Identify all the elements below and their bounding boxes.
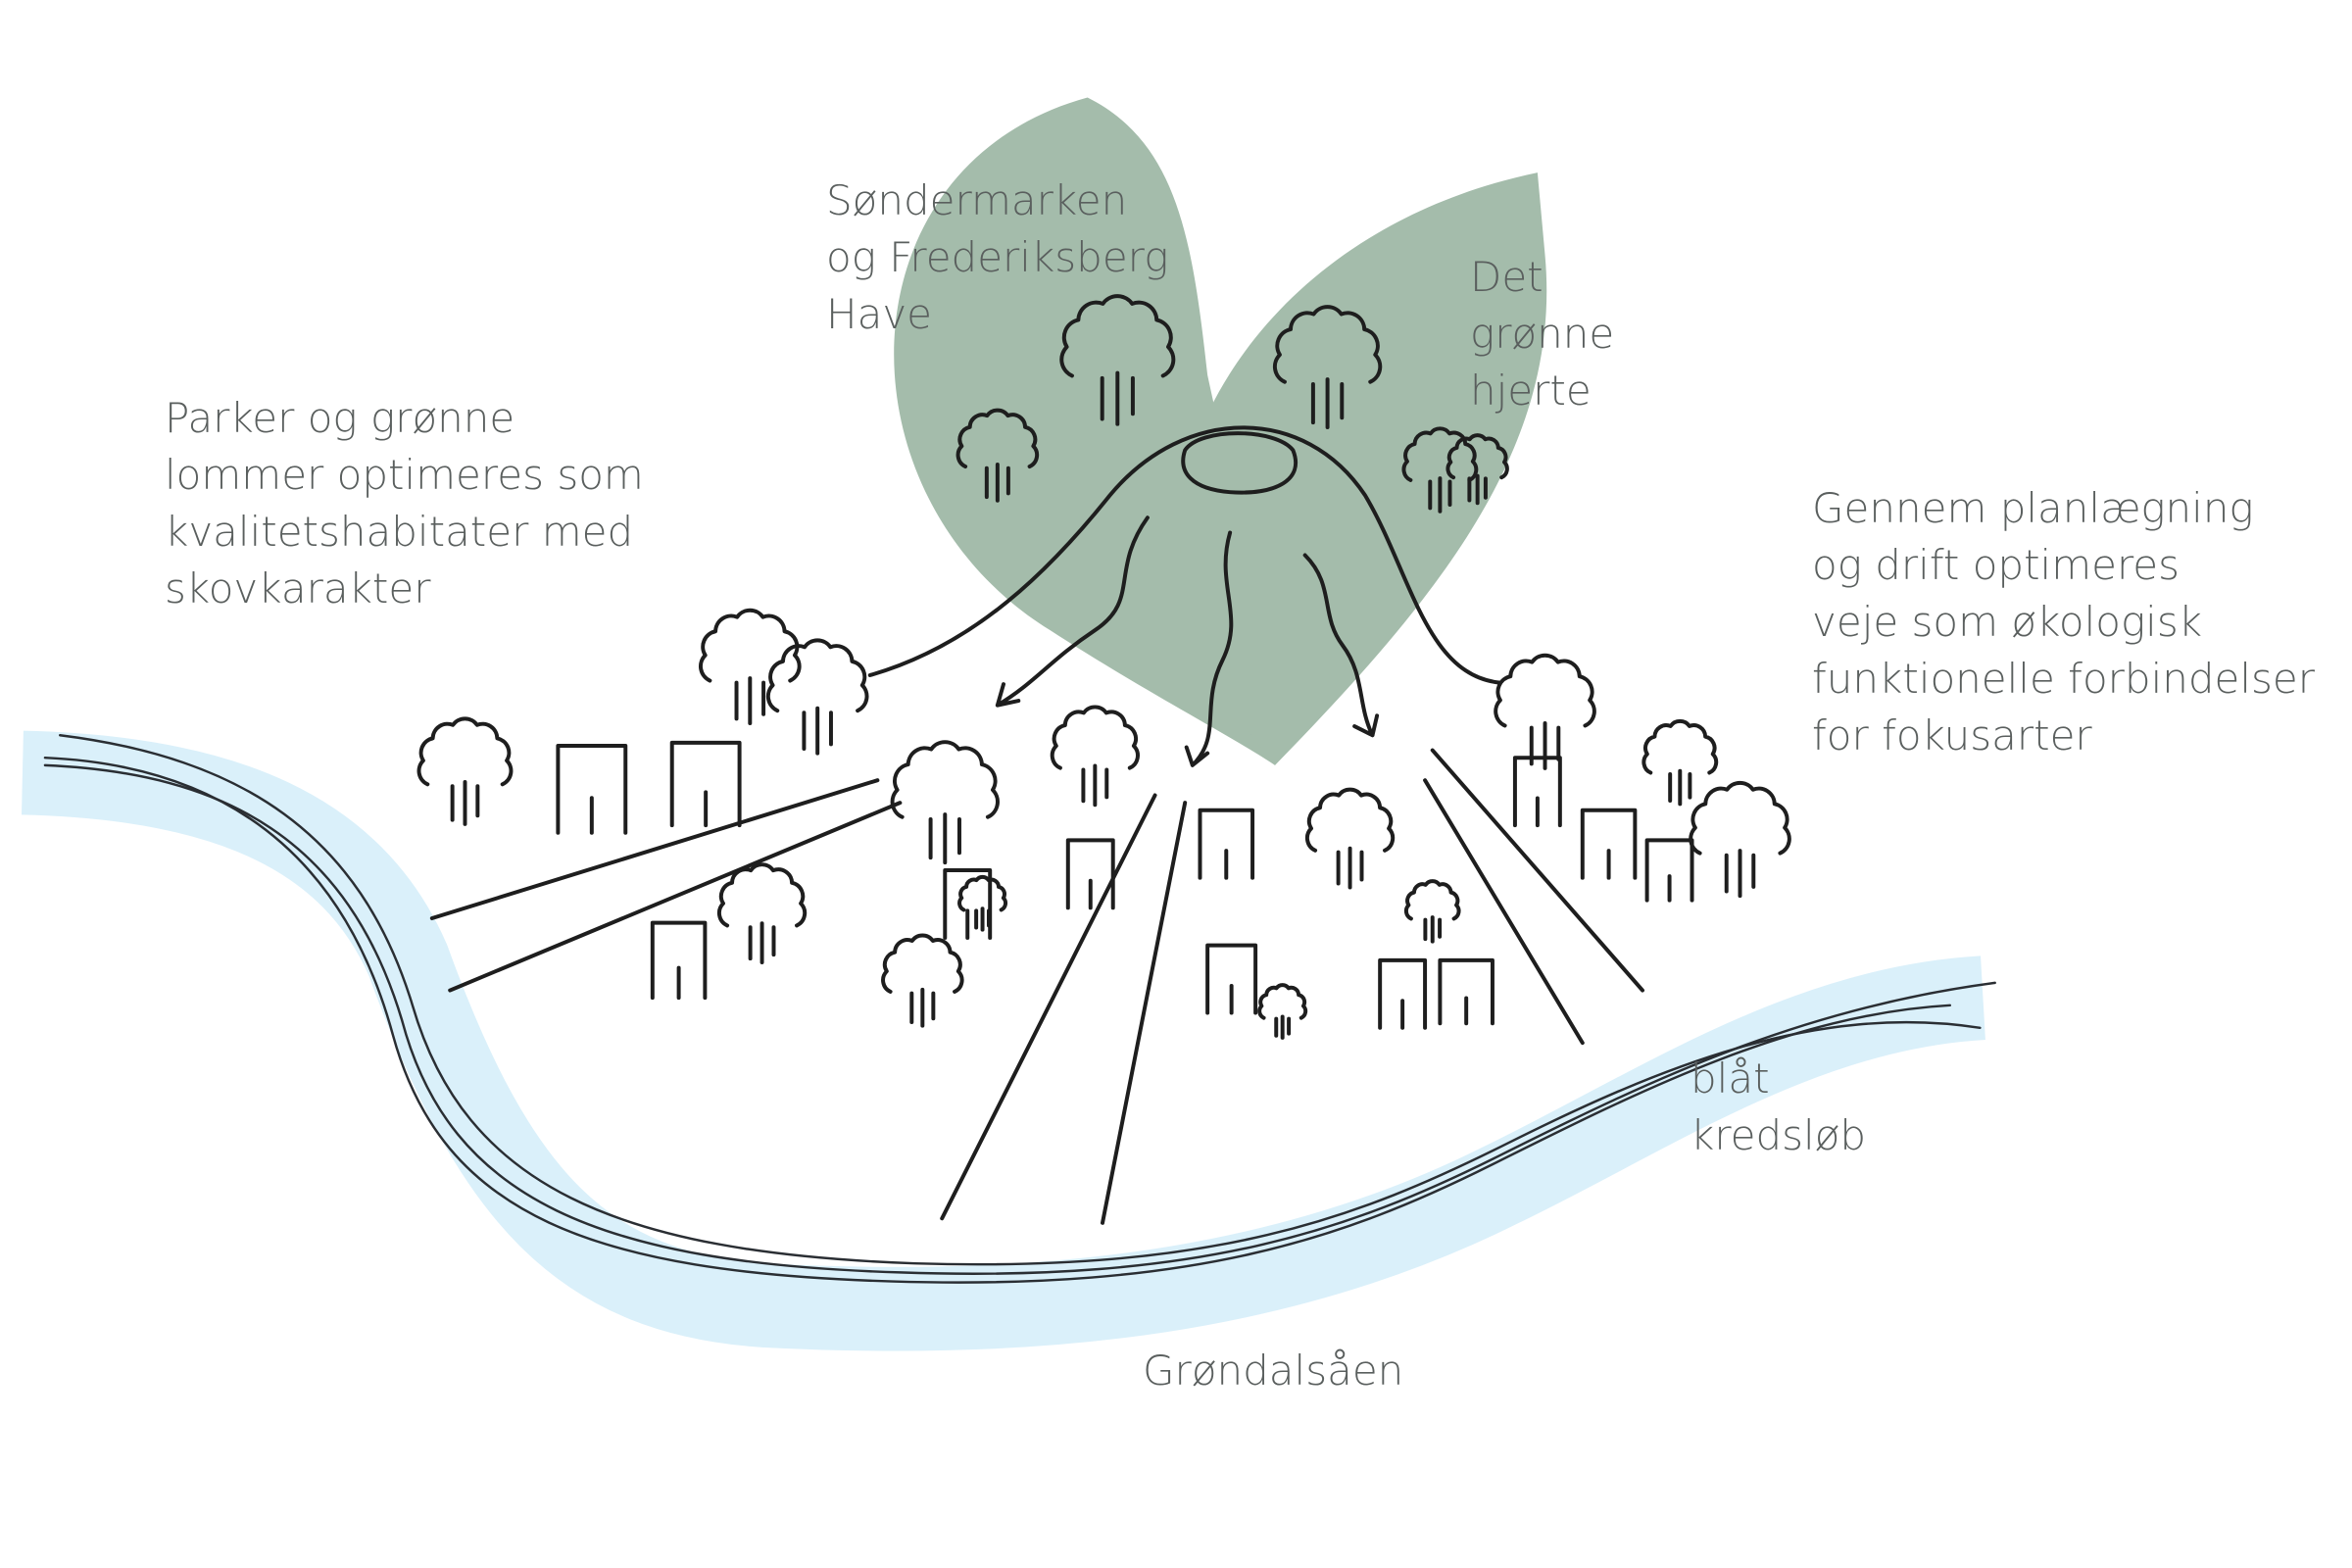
label-green-heart: Det grønne hjerte [1470, 249, 1614, 419]
label-line: veje som økologisk [1812, 598, 2203, 646]
label-line: Gennem planlægning [1812, 484, 2254, 532]
tree [1446, 433, 1509, 506]
building [650, 920, 708, 1001]
building [1580, 808, 1638, 880]
label-line: lommer optimeres som [165, 451, 644, 499]
tree [1304, 787, 1396, 890]
label-line: og drift optimeres [1812, 541, 2180, 589]
buildings [556, 740, 1694, 1030]
label-line: Parker og grønne [165, 394, 515, 442]
label-line: Det [1470, 253, 1544, 301]
tree [1403, 879, 1461, 944]
building [1512, 756, 1562, 828]
water-band [21, 730, 1986, 1351]
tree [1401, 426, 1479, 514]
tree [716, 862, 808, 965]
hill-outline [867, 425, 1502, 685]
hilltop-pond [1181, 431, 1298, 495]
building [943, 868, 993, 940]
roads [429, 748, 1645, 1225]
tree [1642, 718, 1719, 807]
trees [416, 294, 1791, 1040]
green-leaf-heart [1180, 172, 1547, 765]
tree [881, 933, 964, 1028]
label-line: kredsløb [1690, 1111, 1867, 1159]
tree [698, 608, 802, 725]
building [1644, 838, 1694, 903]
building [556, 743, 628, 835]
label-roads: Gennem planlægning og drift optimeres ve… [1812, 480, 2315, 764]
tree [1272, 305, 1383, 430]
label-line: Have [826, 290, 933, 338]
label-line: kvalitetshabitater med [165, 508, 634, 556]
label-blue-cycle: blåt kredsløb [1690, 1051, 1866, 1164]
label-line: funktionelle forbindelser [1812, 655, 2316, 703]
tree [1050, 705, 1140, 808]
corridor-arrows [995, 515, 1380, 767]
label-sondermarken: Søndermarken og Frederiksberg Have [826, 172, 1168, 343]
tree [765, 638, 869, 756]
label-line: for fokusarter [1812, 711, 2092, 760]
tree [890, 740, 1000, 865]
river-lines [43, 734, 1996, 1284]
building [1198, 808, 1255, 880]
label-line: Grøndalsåen [1143, 1347, 1404, 1395]
label-line: og Frederiksberg [826, 233, 1169, 281]
tree [957, 874, 1008, 932]
building [1205, 943, 1258, 1015]
label-river: Grøndalsåen [1143, 1343, 1403, 1399]
building [1378, 957, 1428, 1030]
tree [1494, 653, 1596, 770]
tree [1257, 983, 1308, 1040]
label-line: grønne [1470, 310, 1615, 358]
tree [416, 716, 514, 826]
building [1438, 957, 1494, 1026]
label-line: blåt [1690, 1054, 1770, 1102]
building [1065, 838, 1115, 910]
tree [1689, 780, 1791, 899]
label-line: hjerte [1470, 367, 1592, 415]
label-line: skovkarakter [165, 564, 431, 612]
label-parks: Parker og grønne lommer optimeres som kv… [165, 390, 644, 617]
tree [1059, 294, 1176, 426]
tree [956, 408, 1040, 503]
green-leaf-sondermarken [894, 97, 1276, 765]
building [669, 740, 742, 828]
label-line: Søndermarken [826, 176, 1128, 224]
